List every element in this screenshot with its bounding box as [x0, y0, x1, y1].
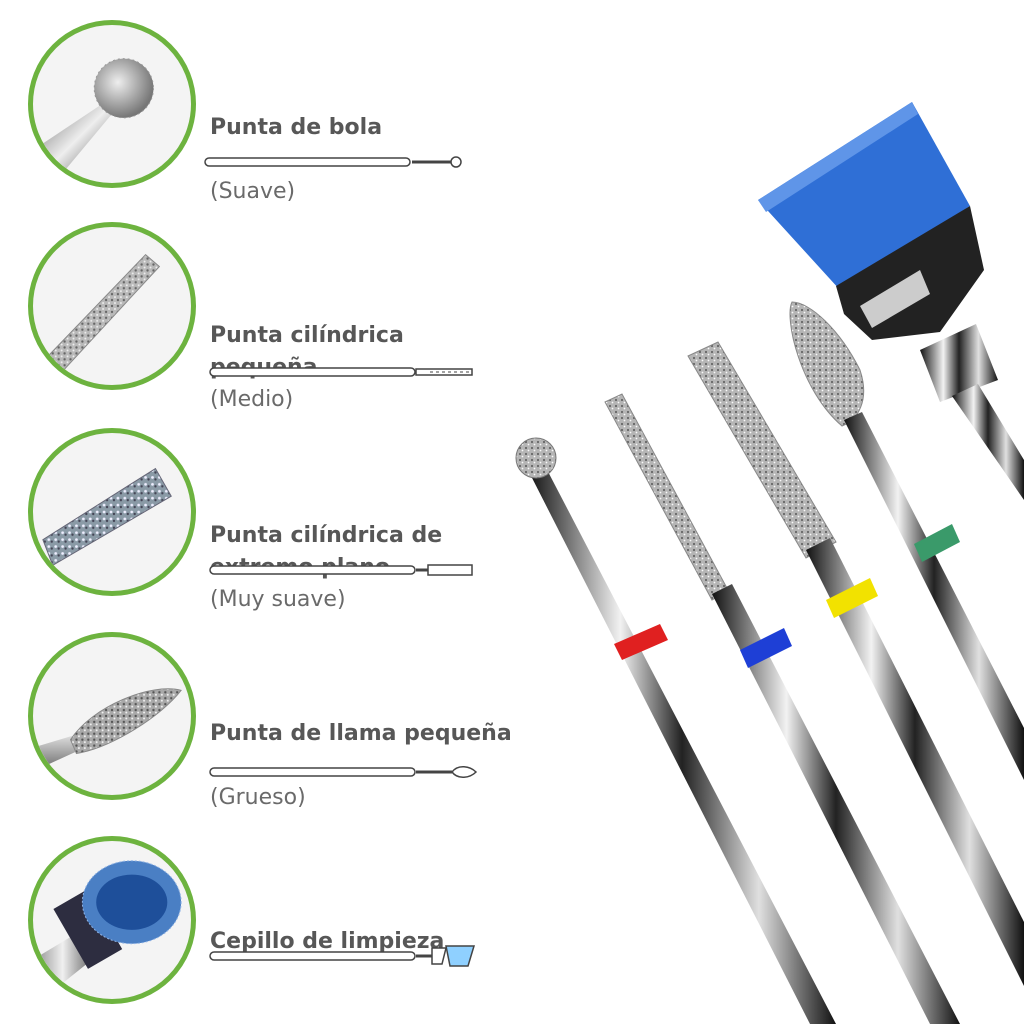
flame-bit-drawing — [200, 760, 490, 784]
flat-end-cylinder-shaft — [687, 341, 1024, 986]
cleaning-brush-icon — [28, 836, 196, 1004]
item-title: Punta de bola — [210, 115, 383, 140]
item-label: Cepillo de limpieza — [210, 894, 444, 958]
item-title: Punta de llama pequeña — [210, 721, 512, 746]
small-cylinder-shaft — [604, 393, 960, 1024]
item-small-cylinder-bit: Punta cilíndrica pequeña (Medio) — [0, 222, 540, 412]
item-label: Punta de bola (Suave) — [210, 80, 382, 208]
item-flame-bit: Punta de llama pequeña (Grueso) — [0, 632, 540, 822]
item-subtitle: (Grueso) — [210, 785, 306, 810]
item-cleaning-brush: Cepillo de limpieza — [0, 836, 540, 1026]
ball-bit-drawing — [200, 150, 490, 174]
small-cylinder-bit-icon — [28, 222, 196, 390]
cleaning-brush-drawing — [200, 944, 490, 968]
cleaning-brush — [758, 102, 1024, 500]
item-ball-bit: Punta de bola (Suave) — [0, 20, 540, 210]
ball-bit-shaft — [515, 437, 836, 1024]
item-subtitle: (Medio) — [210, 387, 294, 412]
item-label: Punta cilíndrica pequeña (Medio) — [210, 288, 404, 416]
ball-bit-icon — [28, 20, 196, 188]
flat-end-cylinder-bit-drawing — [200, 558, 490, 582]
item-flat-end-cylinder-bit: Punta cilíndrica de extremo plano (Muy s… — [0, 428, 540, 618]
item-label: Punta de llama pequeña (Grueso) — [210, 686, 512, 814]
item-label: Punta cilíndrica de extremo plano (Muy s… — [210, 488, 442, 616]
flat-end-cylinder-bit-icon — [28, 428, 196, 596]
item-subtitle: (Muy suave) — [210, 587, 346, 612]
drill-bits-photo — [500, 80, 1024, 1024]
item-title: Cepillo de limpieza — [210, 929, 445, 954]
item-subtitle: (Suave) — [210, 179, 296, 204]
flame-bit-shaft — [789, 301, 1024, 780]
small-cylinder-bit-drawing — [200, 360, 490, 384]
flame-bit-icon — [28, 632, 196, 800]
